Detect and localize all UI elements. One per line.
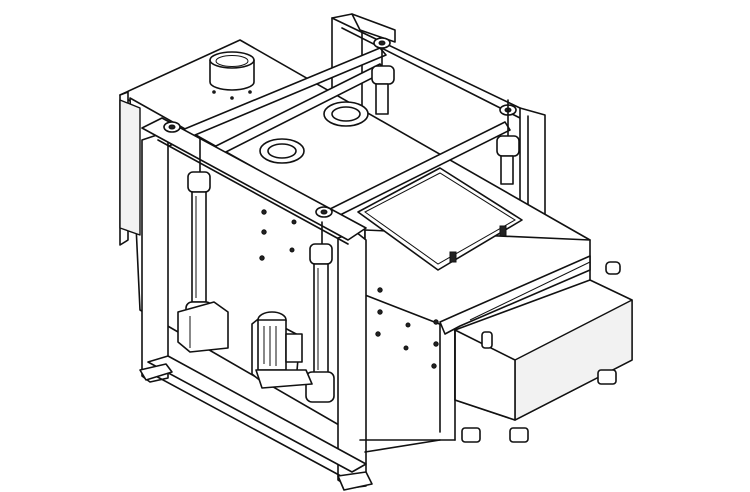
inspection-port-left	[259, 138, 305, 164]
motor-bracket-left	[177, 301, 229, 353]
discharge-outlet	[439, 255, 633, 441]
suspension-rod-front-right	[305, 221, 335, 403]
suspension-rod-rear-left	[371, 47, 395, 115]
suspension-rod-rear-right	[496, 99, 520, 185]
inlet-spout	[209, 51, 255, 100]
base-rail	[359, 439, 456, 453]
lifting-eye-front-left	[163, 121, 181, 133]
vibration-motor	[251, 311, 313, 389]
support-feet	[461, 369, 617, 443]
inspection-port-right	[323, 101, 369, 127]
side-panel-bolts	[259, 209, 439, 369]
access-hatch	[357, 167, 523, 271]
lifting-eye-rear-left	[373, 37, 391, 49]
lifting-eye-front-right	[315, 206, 333, 218]
front-frame	[139, 117, 373, 491]
